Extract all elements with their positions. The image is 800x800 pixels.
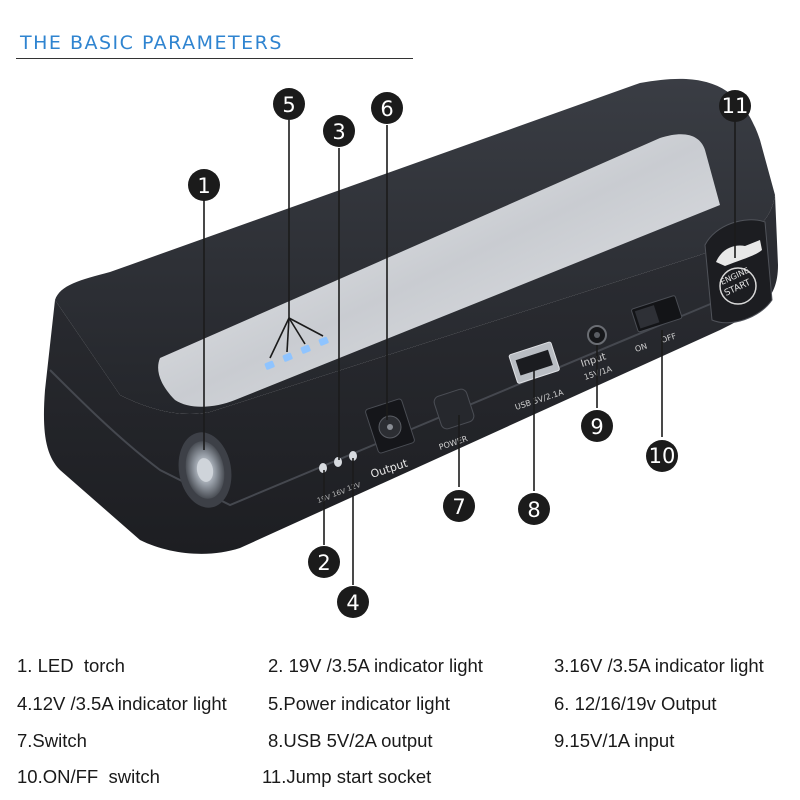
- callout-7: 7: [443, 490, 475, 522]
- svg-text:1: 1: [197, 174, 210, 198]
- callout-1: 1: [188, 169, 220, 201]
- spec-item-10: 10.ON/FF switch: [17, 766, 160, 787]
- spec-item-11: 11.Jump start socket: [262, 766, 432, 787]
- svg-text:7: 7: [452, 495, 465, 519]
- callout-3: 3: [323, 115, 355, 147]
- jump-start-socket: [704, 219, 773, 324]
- callout-8: 8: [518, 493, 550, 525]
- callout-10: 10: [646, 440, 678, 472]
- svg-text:5: 5: [282, 93, 295, 117]
- silver-panel: [158, 134, 720, 407]
- svg-text:6: 6: [380, 97, 393, 121]
- voltage-label-16v: 16V: [331, 487, 347, 499]
- svg-text:3: 3: [332, 120, 345, 144]
- svg-text:2: 2: [317, 551, 330, 575]
- power-indicator-lights: [264, 336, 329, 370]
- voltage-label-12v: 12V: [346, 481, 362, 493]
- spec-list: 1. LED torch 2. 19V /3.5A indicator ligh…: [0, 650, 800, 800]
- page-title: THE BASIC PARAMETERS: [20, 32, 283, 54]
- callout-4: 4: [337, 586, 369, 618]
- callout-5: 5: [273, 88, 305, 120]
- spec-item-7: 7.Switch: [17, 730, 87, 751]
- callout-9: 9: [581, 410, 613, 442]
- led-torch: [178, 432, 232, 508]
- svg-text:10: 10: [649, 444, 676, 468]
- callout-lines: [203, 120, 736, 585]
- product-illustration: 19V 16V 12V Output POWER USB 5V/2.1A Inp…: [43, 78, 778, 618]
- svg-text:11: 11: [722, 94, 749, 118]
- callout-11: 11: [719, 90, 751, 122]
- spec-item-3: 3.16V /3.5A indicator light: [554, 655, 764, 676]
- usb-port: [508, 341, 560, 384]
- header-divider: [16, 58, 413, 59]
- spec-item-9: 9.15V/1A input: [554, 730, 675, 751]
- spec-item-2: 2. 19V /3.5A indicator light: [268, 655, 483, 676]
- svg-text:4: 4: [346, 591, 359, 615]
- svg-text:8: 8: [527, 498, 540, 522]
- on-off-switch: [631, 295, 683, 333]
- callout-2: 2: [308, 546, 340, 578]
- svg-text:9: 9: [590, 415, 603, 439]
- callout-6: 6: [371, 92, 403, 124]
- car-icon: [716, 240, 762, 266]
- spec-item-1: 1. LED torch: [17, 655, 125, 676]
- voltage-indicator-leds: [319, 451, 357, 473]
- dc-input-port: [587, 325, 607, 345]
- spec-item-8: 8.USB 5V/2A output: [268, 730, 433, 751]
- spec-item-4: 4.12V /3.5A indicator light: [17, 693, 227, 714]
- spec-item-6: 6. 12/16/19v Output: [554, 693, 717, 714]
- dc-output-port: [365, 398, 415, 454]
- switch-on-label: ON: [634, 342, 648, 354]
- device-seam: [49, 299, 721, 507]
- spec-item-5: 5.Power indicator light: [268, 693, 451, 714]
